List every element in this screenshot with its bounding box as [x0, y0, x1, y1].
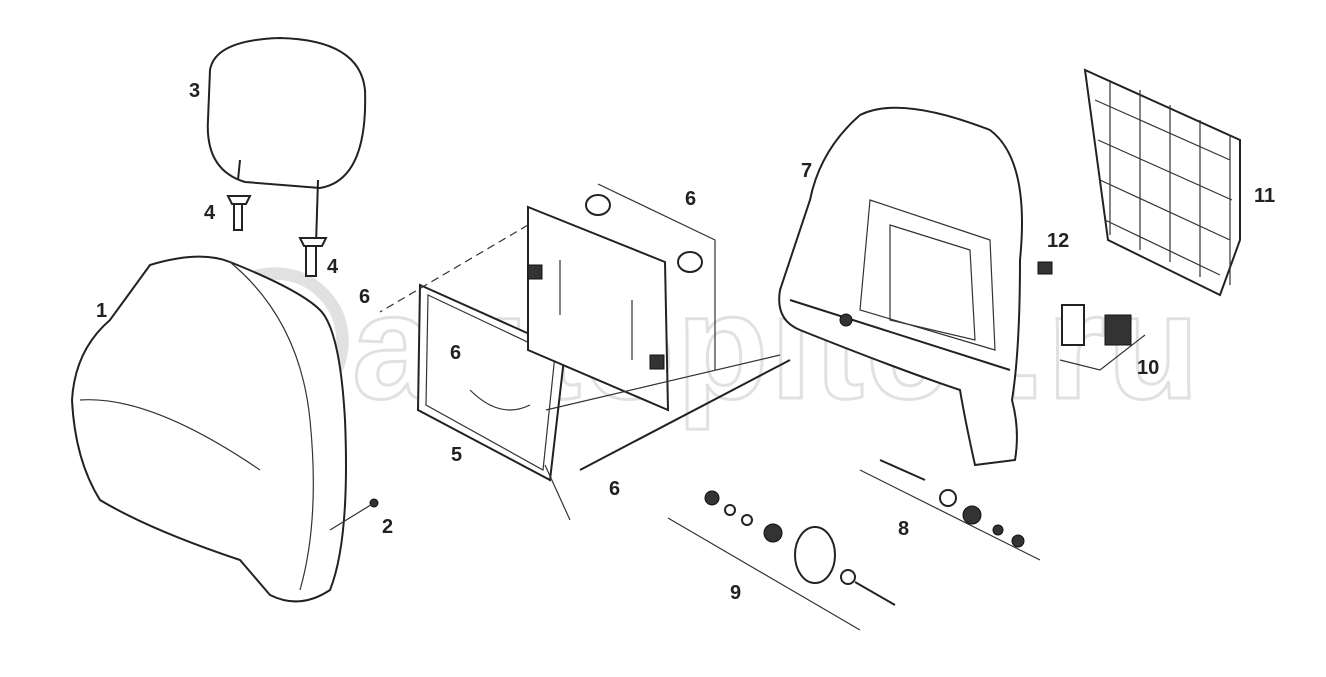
part-mounting-plate — [379, 183, 791, 471]
callout-5: 5 — [451, 444, 463, 466]
callout-6: 6 — [685, 188, 697, 210]
callout-1: 1 — [96, 300, 108, 322]
callout-10: 10 — [1137, 357, 1160, 379]
part-pivot-bolt-kit — [859, 459, 1041, 561]
part-screw — [329, 498, 379, 531]
part-seatback-frame — [778, 106, 1023, 467]
part-spring-kit — [667, 490, 896, 631]
callout-2: 2 — [382, 516, 394, 538]
callout-7: 7 — [801, 160, 813, 182]
part-seatback-cushion — [70, 255, 347, 603]
callout-9: 9 — [730, 582, 742, 604]
part-clip — [1037, 261, 1053, 275]
part-switch — [1059, 304, 1146, 371]
callout-3: 3 — [189, 80, 201, 102]
part-headrest — [206, 36, 367, 246]
callout-11: 11 — [1254, 185, 1276, 207]
part-headrest-guides — [226, 195, 328, 277]
watermark: ⓐautopiter.ru — [198, 261, 1202, 432]
part-net — [1083, 68, 1241, 297]
callout-6: 6 — [359, 286, 371, 308]
callout-4: 4 — [204, 202, 216, 224]
callout-6: 6 — [609, 478, 621, 500]
callout-8: 8 — [898, 518, 910, 540]
callout-12: 12 — [1047, 230, 1070, 252]
callout-6: 6 — [450, 342, 462, 364]
callout-4: 4 — [327, 256, 339, 278]
